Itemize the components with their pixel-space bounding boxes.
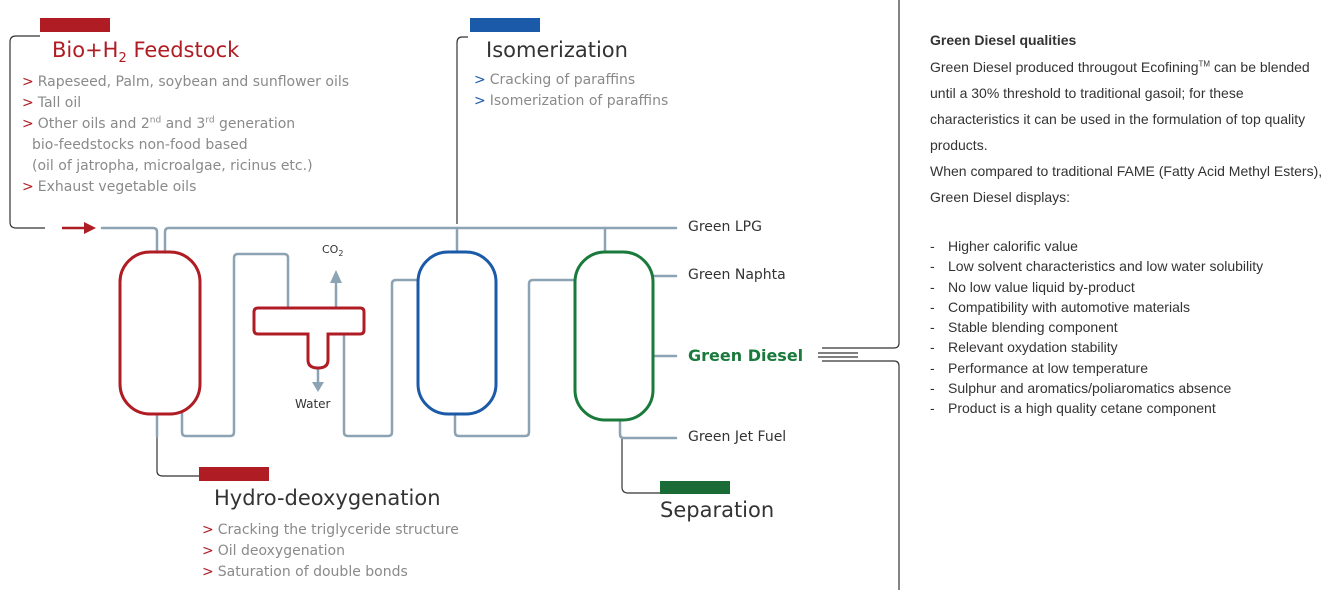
feedstock-color-bar xyxy=(40,18,110,32)
hydro-list: >Cracking the triglyceride structure >Oi… xyxy=(202,520,522,583)
qualities-paragraph-2: When compared to traditional FAME (Fatty… xyxy=(930,163,1323,205)
list-item: -Sulphur and aromatics/poliaromatics abs… xyxy=(930,380,1232,397)
list-item: >Isomerization of paraffins xyxy=(474,93,669,109)
isomerization-list: >Cracking of paraffins >Isomerization of… xyxy=(474,70,734,112)
list-item: >Cracking the triglyceride structure xyxy=(202,522,459,538)
hydro-bracket xyxy=(156,435,199,477)
list-item: -Relevant oxydation stability xyxy=(930,339,1118,356)
list-item: >Exhaust vegetable oils xyxy=(22,179,197,195)
list-item: -Performance at low temperature xyxy=(930,359,1148,376)
list-item: -Low solvent characteristics and low wat… xyxy=(930,258,1264,275)
list-item: (oil of jatropha, microalgae, ricinus et… xyxy=(32,158,313,174)
isomerization-color-bar xyxy=(470,18,540,32)
list-item: >Tall oil xyxy=(22,95,82,111)
feedstock-bracket xyxy=(9,35,45,229)
feedstock-list: >Rapeseed, Palm, soybean and sunflower o… xyxy=(22,72,422,198)
list-item: bio-feedstocks non-food based xyxy=(32,137,248,153)
list-item: >Rapeseed, Palm, soybean and sunflower o… xyxy=(22,74,350,90)
list-item: >Oil deoxygenation xyxy=(202,543,345,559)
list-item: -Product is a high quality cetane compon… xyxy=(930,400,1216,417)
qualities-list: -Higher calorific value -Low solvent cha… xyxy=(930,236,1325,419)
separation-column xyxy=(573,250,655,422)
isomerization-bracket xyxy=(456,36,468,224)
separation-color-bar xyxy=(660,481,730,494)
hydro-reactor xyxy=(118,250,202,416)
qualities-paragraph-1: Green Diesel produced througout Ecofinin… xyxy=(930,59,1310,153)
water-arrow-head xyxy=(312,382,324,392)
hydro-color-bar xyxy=(199,467,269,481)
product-green-jet-fuel: Green Jet Fuel xyxy=(688,429,787,445)
feed-arrow-head xyxy=(84,222,96,234)
co2-arrow-head xyxy=(330,270,342,283)
list-item: -Compatibility with automotive materials xyxy=(930,298,1190,315)
isomerization-title: Isomerization xyxy=(486,38,628,62)
list-item: >Saturation of double bonds xyxy=(202,564,408,580)
list-item: >Other oils and 2nd and 3rd generation xyxy=(22,115,296,132)
diesel-upper-bracket xyxy=(822,0,900,349)
product-green-diesel: Green Diesel xyxy=(688,346,804,365)
diesel-lower-bracket xyxy=(822,360,900,590)
co2-label: CO2 xyxy=(322,243,344,259)
water-label: Water xyxy=(295,397,331,411)
list-item: -Higher calorific value xyxy=(930,238,1078,254)
green-diesel-qualities: Green Diesel qualities Green Diesel prod… xyxy=(930,32,1325,419)
product-green-naphta: Green Naphta xyxy=(688,267,786,283)
product-green-lpg: Green LPG xyxy=(688,219,762,235)
list-item: -No low value liquid by-product xyxy=(930,278,1135,295)
separator-vessel xyxy=(252,306,366,370)
qualities-title: Green Diesel qualities xyxy=(930,32,1077,48)
list-item: >Cracking of paraffins xyxy=(474,72,636,88)
hydro-title: Hydro-deoxygenation xyxy=(214,486,441,510)
list-item: -Stable blending component xyxy=(930,319,1118,336)
separation-title: Separation xyxy=(660,498,775,522)
separation-bracket xyxy=(621,437,660,494)
isomerization-reactor xyxy=(416,250,498,416)
feedstock-title: Bio+H2 Feedstock xyxy=(52,38,240,67)
